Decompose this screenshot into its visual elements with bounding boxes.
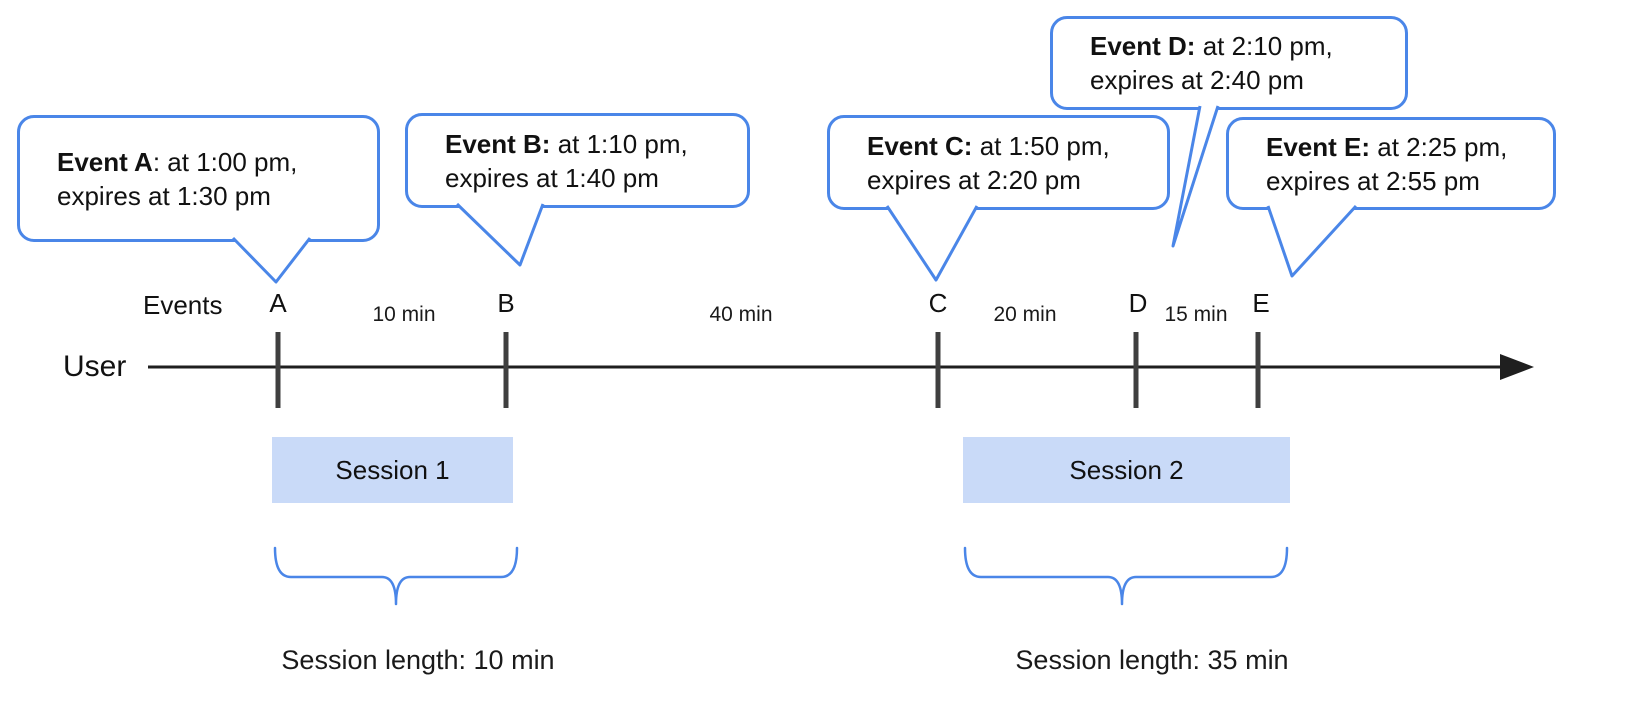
- tick-d: [1133, 332, 1139, 408]
- event-c-time: at 1:50 pm,: [972, 130, 1110, 161]
- event-d-line2: expires at 2:40 pm: [1090, 65, 1304, 95]
- events-row-label: Events: [143, 290, 223, 320]
- tick-label-b: B: [497, 288, 515, 318]
- interval-b-c: 40 min: [709, 303, 773, 326]
- event-d-time: at 2:10 pm,: [1195, 31, 1333, 61]
- tick-label-e: E: [1252, 288, 1270, 318]
- session-1-brace: [273, 546, 519, 606]
- tick-e: [1255, 332, 1261, 408]
- interval-d-e: 15 min: [1164, 303, 1228, 326]
- event-b-line1: Event B: at 1:10 pm,: [445, 127, 729, 161]
- user-row-label: User: [63, 350, 127, 383]
- event-d-line1: Event D: at 2:10 pm,: [1090, 29, 1387, 63]
- session-2-label: Session 2: [1069, 454, 1184, 485]
- session-2-brace: [963, 546, 1289, 606]
- event-e-time: at 2:25 pm,: [1370, 131, 1508, 162]
- event-e-title: Event E:: [1266, 131, 1371, 162]
- event-d-bubble-tail: [1171, 105, 1220, 248]
- event-c-line1: Event C: at 1:50 pm,: [867, 129, 1149, 163]
- event-a-title: Event A: [57, 146, 153, 177]
- event-c-bubble-tail: [885, 205, 979, 282]
- event-e-bubble: Event E: at 2:25 pm, expires at 2:55 pm: [1226, 117, 1556, 210]
- tick-c: [935, 332, 941, 408]
- interval-c-d: 20 min: [993, 303, 1057, 326]
- event-b-title: Event B:: [445, 128, 551, 159]
- tick-label-c: C: [928, 288, 948, 318]
- event-a-line2: expires at 1:30 pm: [57, 180, 271, 211]
- event-e-line1: Event E: at 2:25 pm,: [1266, 130, 1535, 164]
- session-1-label: Session 1: [335, 454, 450, 485]
- session-2-length-caption: Session length: 35 min: [1015, 645, 1289, 675]
- event-c-title: Event C:: [867, 130, 973, 161]
- event-a-bubble: Event A: at 1:00 pm, expires at 1:30 pm: [17, 115, 380, 242]
- event-b-bubble-tail: [455, 202, 545, 267]
- event-a-bubble-tail: [231, 236, 312, 284]
- tick-a: [275, 332, 281, 408]
- event-c-bubble: Event C: at 1:50 pm, expires at 2:20 pm: [827, 115, 1170, 210]
- event-d-title: Event D:: [1090, 31, 1196, 61]
- session-1-box: Session 1: [272, 437, 513, 503]
- tick-label-a: A: [269, 288, 287, 318]
- timeline-arrowhead-icon: [1500, 354, 1534, 380]
- tick-label-d: D: [1128, 288, 1148, 318]
- event-c-line2: expires at 2:20 pm: [867, 164, 1081, 195]
- event-d-bubble: Event D: at 2:10 pm, expires at 2:40 pm: [1050, 16, 1408, 110]
- event-a-time: : at 1:00 pm,: [152, 146, 298, 177]
- interval-a-b: 10 min: [372, 303, 436, 326]
- session-2-box: Session 2: [963, 437, 1290, 503]
- event-b-time: at 1:10 pm,: [550, 128, 688, 159]
- event-b-bubble: Event B: at 1:10 pm, expires at 1:40 pm: [405, 113, 750, 208]
- session-1-length-caption: Session length: 10 min: [281, 645, 555, 675]
- tick-b: [503, 332, 509, 408]
- event-b-line2: expires at 1:40 pm: [445, 162, 659, 193]
- event-e-line2: expires at 2:55 pm: [1266, 165, 1480, 196]
- event-a-line1: Event A: at 1:00 pm,: [57, 145, 359, 179]
- event-e-bubble-tail: [1266, 204, 1358, 278]
